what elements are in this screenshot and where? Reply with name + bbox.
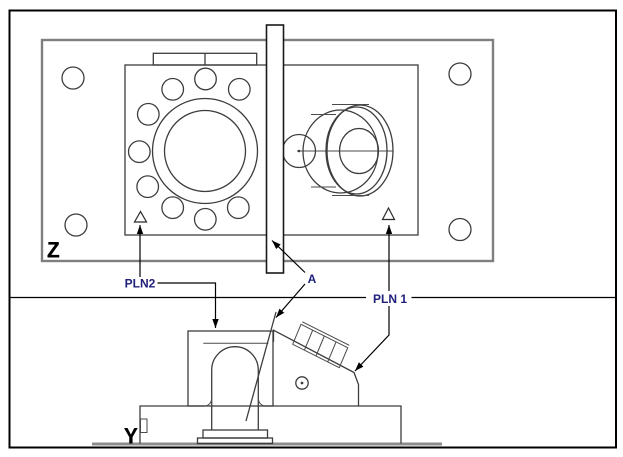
pivot-bolt-center <box>300 381 304 385</box>
front-view: Y <box>92 311 442 451</box>
label-datum-a[interactable]: A <box>308 272 317 286</box>
cylinder-chamfer-ring <box>325 106 388 195</box>
bolt-circle-flange <box>151 97 259 205</box>
pln2-leader-to-front-view <box>157 282 219 328</box>
label-pln1[interactable]: PLN 1 <box>373 292 407 306</box>
datum-triangle-pln1 <box>381 206 396 221</box>
cylinder-silhouette-flats <box>311 104 369 196</box>
annotation-layer: PLN2 PLN 1 A <box>10 225 616 372</box>
base-edge-notch <box>140 418 148 433</box>
sheet-frame-border <box>8 9 617 449</box>
bolt-hole <box>226 196 250 220</box>
plinth-step-upper <box>202 429 269 439</box>
top-view: Z <box>40 24 495 274</box>
bolt-hole <box>127 140 151 164</box>
center-point <box>297 149 301 153</box>
angle-block-outline <box>272 329 360 406</box>
view-label-y: Y <box>124 425 138 451</box>
bolt-hole <box>161 77 185 101</box>
column-base-fillets <box>204 398 266 407</box>
corner-hole <box>448 62 472 86</box>
cylinder-bore <box>338 127 380 175</box>
block-top-tab <box>152 52 258 66</box>
view-label-z: Z <box>47 239 61 265</box>
bolt-hole <box>136 175 160 199</box>
corner-hole <box>61 66 85 90</box>
block-side-outline <box>187 330 274 407</box>
vertical-clamp-bar <box>265 24 285 274</box>
plinth-step-lower <box>196 437 274 445</box>
corner-hole <box>448 217 472 242</box>
flange-bolt-holes <box>127 67 251 231</box>
bolt-hole <box>194 67 217 91</box>
bolt-hole <box>227 77 251 101</box>
label-pln2[interactable]: PLN2 <box>125 277 156 291</box>
flange-outer-circle <box>151 97 259 205</box>
bolt-hole <box>136 102 160 126</box>
serrated-clamp-strip <box>292 321 350 369</box>
pivot-bolt-circle <box>295 376 309 390</box>
datum-a-leader-to-workpiece <box>275 283 306 318</box>
datum-a-leader-to-bar <box>271 240 306 273</box>
bolt-hole <box>161 196 185 220</box>
corner-hole <box>64 213 88 237</box>
bolt-hole <box>193 207 217 231</box>
flange-bore-circle <box>163 109 247 193</box>
datum-triangle-pln2 <box>133 210 148 223</box>
pln1-leader-to-angle-face <box>354 306 390 372</box>
workpiece-edge-line <box>245 311 277 422</box>
plate-corner-holes <box>61 62 472 242</box>
arch-column <box>211 346 259 430</box>
cylinder-assembly <box>281 104 394 197</box>
